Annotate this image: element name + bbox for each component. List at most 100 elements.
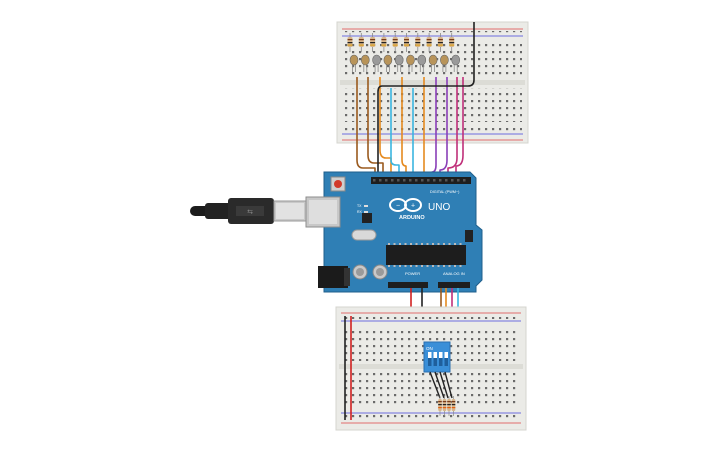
header-pin [445,179,448,182]
switch-to-resistor-wires[interactable] [429,371,453,399]
header-pin [433,179,436,182]
led[interactable] [440,54,449,72]
chip-pin [415,243,418,245]
top-resistor[interactable] [381,33,387,52]
chip-pin [454,243,456,245]
chip-pin [454,265,456,267]
header-pin [457,179,460,182]
chip-pin [399,265,401,267]
digital-label: DIGITAL (PWM~) [430,190,460,194]
header-pin [451,179,454,182]
led[interactable] [417,54,427,72]
chip-pin [410,243,412,245]
chip-pin [432,243,434,245]
header-pin [415,179,418,182]
header-pin [403,179,406,182]
dip-toggle-knob[interactable] [433,352,438,358]
wire-brown-1 [356,77,376,178]
dip-toggle-knob[interactable] [439,352,443,358]
wire-magenta-2 [455,77,464,178]
bottom-resistor[interactable] [451,396,456,416]
led[interactable] [372,54,381,72]
header-pin [421,179,424,182]
bottom-resistor[interactable] [438,396,442,416]
chip-pin [432,265,434,267]
bottom-resistor[interactable] [442,396,447,416]
dip-toggle[interactable] [433,352,438,366]
wire-black-gnd [377,22,475,178]
svg-text:+: + [411,203,415,210]
chip-pin [399,243,401,245]
header-pin [385,179,388,182]
power-label: POWER [405,271,420,276]
header-pin [397,179,400,182]
led[interactable] [406,54,415,72]
chip-pin [443,243,445,245]
chip-pin [437,265,440,267]
chip-pin [426,243,429,245]
wire-orange-1 [379,77,392,178]
chip-pin [448,243,451,245]
svg-text:⇆: ⇆ [247,209,253,216]
dip-toggle[interactable] [444,352,449,366]
top-wires[interactable] [356,22,475,178]
led[interactable] [394,54,404,72]
top-resistor[interactable] [392,33,398,52]
chip-pin [415,265,418,267]
chip-pin [388,265,390,267]
wire-orange-2 [401,77,407,178]
tx-label: TX [357,204,362,208]
wire-brown-2 [367,77,384,178]
wire-magenta-1 [447,77,458,178]
dip-toggle[interactable] [439,352,443,366]
analog-label: ANALOG IN [443,271,465,276]
top-resistor[interactable] [437,33,443,52]
model-label: UNO [428,202,450,213]
top-resistor[interactable] [347,33,353,52]
header-pin [439,179,442,182]
chip-pin [421,265,423,267]
arduino-uno-board[interactable]: − + ARDUINO UNO DIGITAL (PWM~) TX RX POW… [305,171,483,293]
header-pin [427,179,430,182]
led-array[interactable] [347,33,461,72]
dip-toggle[interactable] [428,352,432,366]
chip-pin [410,265,412,267]
led[interactable] [349,54,359,72]
chip-pin [393,243,396,245]
chip-pin [443,265,445,267]
rx-label: RX [357,210,363,214]
top-resistor[interactable] [404,33,409,52]
chip-pin [404,265,407,267]
led[interactable] [383,54,393,72]
usb-cable[interactable]: ⇆ [190,198,307,224]
led[interactable] [360,54,370,72]
dip-toggle-knob[interactable] [428,352,432,358]
chip-pin [388,243,390,245]
top-breadboard[interactable] [336,21,529,144]
header-pin [409,179,412,182]
chip-pin [404,243,407,245]
svg-text:−: − [396,203,400,210]
top-resistor[interactable] [426,33,432,52]
bottom-resistor[interactable] [447,396,451,416]
top-resistor[interactable] [370,33,376,52]
chip-pin [437,243,440,245]
led[interactable] [451,54,461,72]
dip-switch[interactable]: ON [423,341,451,373]
chip-pin [448,265,451,267]
dip-on-label: ON [426,346,433,351]
dip-toggle-knob[interactable] [444,352,449,358]
chip-pin [426,265,429,267]
top-resistor[interactable] [449,33,455,52]
top-resistor[interactable] [415,33,421,52]
header-pin [391,179,394,182]
top-resistor[interactable] [358,33,364,52]
header-pin [373,179,376,182]
brand-label: ARDUINO [399,215,425,221]
arduino-logo: − + [389,198,422,212]
chip-pin [421,243,423,245]
pull-down-resistors[interactable] [438,396,456,416]
header-pin [463,179,466,182]
led[interactable] [428,54,438,72]
